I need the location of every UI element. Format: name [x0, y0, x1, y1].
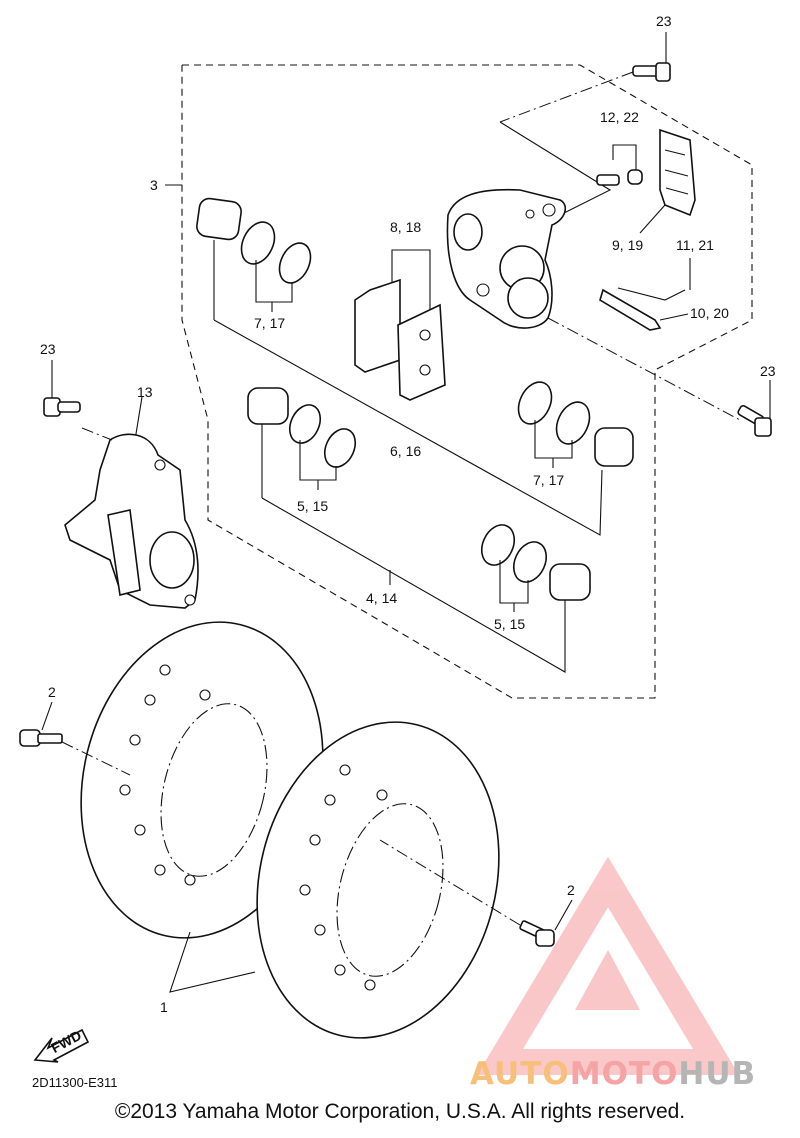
diagram-code: 2D11300-E311: [32, 1075, 118, 1090]
axis-top: [499, 71, 634, 123]
callout-2-left: 2: [48, 684, 56, 700]
callout-3: 3: [150, 177, 158, 193]
callout-8-18: 8, 18: [390, 219, 421, 235]
pad-pin-10-20: [599, 258, 691, 331]
callout-10-20: 10, 20: [690, 305, 729, 321]
callout-1: 1: [160, 999, 168, 1015]
brake-pads-8-18: [354, 249, 446, 401]
bolt-23-top: [632, 32, 671, 82]
brand-part-1: AUTO: [470, 1056, 570, 1092]
callout-9-19: 9, 19: [612, 237, 643, 253]
watermark-logo: [477, 856, 739, 1075]
callout-23-top: 23: [656, 13, 672, 29]
piston-seals-mid-right: [517, 381, 634, 468]
assembly-outline: [181, 64, 753, 699]
axis-caliper: [547, 317, 741, 421]
callout-4-14: 4, 14: [366, 590, 397, 606]
leader-4-14: [261, 497, 566, 673]
bleeder-12-22: [596, 144, 643, 186]
brake-disc-right: [256, 721, 500, 1039]
leader-6-16: [213, 319, 603, 536]
caliper-13: [64, 396, 199, 609]
piston-seals-upper: [196, 197, 312, 320]
axis-top-2: [499, 121, 612, 216]
fwd-arrow: FWD: [33, 1027, 90, 1063]
piston-seals-mid-left: [247, 387, 357, 498]
callout-5-15-lower: 5, 15: [494, 616, 525, 632]
callout-23-right: 23: [760, 363, 776, 379]
bolt-2-right: [379, 839, 573, 947]
bolt-23-right: [737, 380, 772, 437]
callout-2-right: 2: [567, 882, 575, 898]
copyright-text: ©2013 Yamaha Motor Corporation, U.S.A. A…: [114, 1100, 686, 1123]
leader-1: [169, 931, 256, 993]
callout-11-21: 11, 21: [676, 237, 714, 253]
callout-13: 13: [137, 384, 153, 400]
brand-part-2: MOTO: [569, 1056, 679, 1092]
callout-6-16: 6, 16: [390, 443, 421, 459]
piston-seals-lower: [480, 524, 591, 612]
callout-7-17-right: 7, 17: [533, 472, 564, 488]
caliper-upper: [446, 188, 567, 329]
bolt-23-left: [43, 360, 113, 441]
brand-watermark: AUTOMOTOHUB: [470, 1056, 756, 1092]
bolt-2-left: [19, 701, 131, 776]
brand-part-3: HUB: [678, 1056, 757, 1092]
callout-7-17-upper: 7, 17: [254, 315, 285, 331]
callout-5-15-mid: 5, 15: [297, 498, 328, 514]
callout-12-22: 12, 22: [600, 109, 639, 125]
callout-23-left: 23: [40, 341, 56, 357]
pad-spring-9-19: [639, 128, 696, 234]
